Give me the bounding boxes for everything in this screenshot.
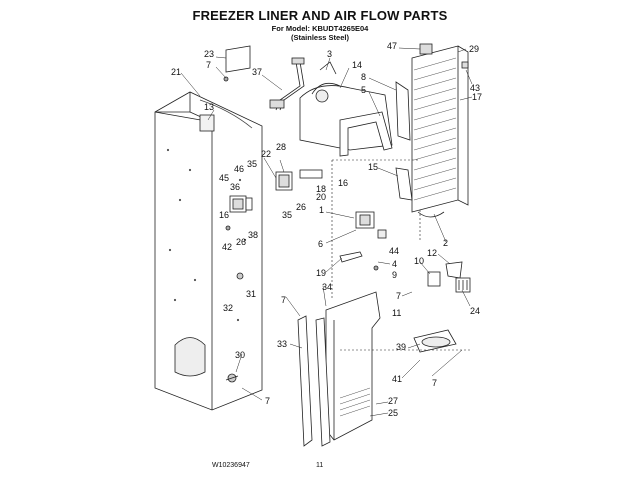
heater-plate [413,329,457,353]
assembly-lines [331,159,470,351]
callout: 26 [296,202,306,212]
callout: 7 [265,396,270,406]
callout: 47 [387,41,397,51]
callout: 35 [247,159,257,169]
callout-labels: 23 7 21 37 13 3 14 8 5 47 29 43 17 28 22… [171,41,482,418]
callout: 11 [392,308,401,318]
callout: 14 [352,60,362,70]
callout: 38 [248,230,258,240]
callout: 8 [361,72,366,82]
callout: 10 [414,256,424,266]
callout: 15 [368,162,378,172]
callout: 41 [392,374,402,384]
callout: 27 [388,396,398,406]
bottom-shroud [325,291,381,441]
page-number: 11 [316,462,324,469]
wire-harness [269,57,305,111]
callout: 7 [281,295,286,305]
callout: 42 [222,242,232,252]
callout: 45 [219,173,229,183]
insulation-pieces [395,81,413,201]
callout: 29 [469,44,479,54]
callout: 17 [472,92,482,102]
callout: 7 [396,291,401,301]
callout: 37 [252,67,262,77]
callout: 28 [276,142,286,152]
callout: 25 [388,408,398,418]
finish-line: (Stainless Steel) [291,33,349,42]
callout: 44 [389,246,399,256]
callout: 22 [261,149,271,159]
callout: 39 [396,342,406,352]
side-channels [297,315,331,447]
callout: 30 [235,350,245,360]
callout: 19 [316,268,326,278]
document-number: W10236947 [212,462,250,469]
callout: 46 [234,164,244,174]
callout: 5 [361,85,366,95]
evaporator-cover [411,43,469,218]
callout: 34 [322,282,332,292]
top-bracket [223,45,251,82]
callout: 9 [392,270,397,280]
callout: 16 [338,178,348,188]
callout: 7 [206,60,211,70]
callout: 7 [432,378,437,388]
callout: 26 [236,237,246,247]
callout: 31 [246,289,256,299]
callout: 12 [427,248,437,258]
callout: 20 [316,192,326,202]
fan-parts [427,261,471,293]
callout: 35 [282,210,292,220]
callout: 2 [443,238,448,248]
callout: 36 [230,182,240,192]
callout: 23 [204,49,214,59]
callout: 1 [319,205,324,215]
callout: 3 [327,49,332,59]
callout: 13 [204,102,214,112]
callout: 4 [392,259,397,269]
model-line: For Model: KBUDT4265E04 [271,24,369,33]
callout: 6 [318,239,323,249]
callout: 33 [277,339,287,349]
callout: 24 [470,306,480,316]
callout: 18 [316,184,326,194]
damper-assembly [275,169,387,271]
callout: 16 [219,210,229,220]
foam-seal [339,111,393,157]
page-title: FREEZER LINER AND AIR FLOW PARTS [192,8,448,23]
callout: 43 [470,83,480,93]
air-duct [299,61,393,151]
callout: 32 [223,303,233,313]
leader-lines [180,47,473,417]
callout: 21 [171,67,181,77]
freezer-liner [154,91,263,411]
